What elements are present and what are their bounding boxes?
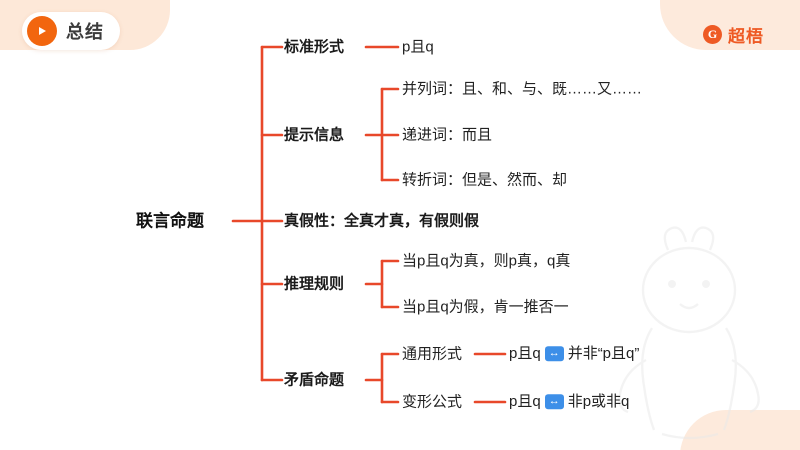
tree-node-contradictory-proposition: 矛盾命题 (284, 371, 345, 389)
tree-node-variant-formula: 变形公式 (402, 393, 463, 411)
variant-formula-right: 非p或非q (567, 393, 630, 411)
tree-node-general-form: 通用形式 (402, 345, 463, 363)
slide-title-badge: 总结 (22, 12, 120, 50)
tree-leaf-rule-true: 当p且q为真，则p真，q真 (402, 252, 571, 270)
tree-leaf-parallel-words: 并列词：且、和、与、既……又…… (402, 80, 643, 98)
tree-leaf-general-form-value: p且q↔并非“p且q” (509, 345, 640, 363)
page-title: 总结 (66, 22, 104, 42)
tree-leaf-variant-formula-value: p且q↔非p或非q (509, 393, 630, 411)
variant-formula-left: p且q (509, 393, 541, 411)
play-triangle-icon (27, 16, 57, 46)
brand-name: 超梧 (728, 27, 764, 46)
tree-leaf-rule-false: 当p且q为假，肯一推否一 (402, 298, 569, 316)
decor-corner-bottom-right (680, 410, 800, 450)
tree-node-inference-rules: 推理规则 (284, 275, 345, 293)
tree-leaf-transition-words: 转折词：但是、然而、却 (402, 171, 568, 189)
general-form-right: 并非“p且q” (567, 345, 640, 363)
tree-node-hint-info: 提示信息 (284, 126, 345, 144)
tree-leaf-standard-form-value: p且q (402, 38, 434, 56)
tree-node-standard-form: 标准形式 (284, 38, 345, 56)
equivalence-icon: ↔ (544, 345, 564, 361)
decor-corner-top-right (660, 0, 800, 50)
general-form-left: p且q (509, 345, 541, 363)
equivalence-icon: ↔ (544, 393, 564, 409)
mascot-illustration (606, 220, 776, 450)
tree-root-label: 联言命题 (136, 211, 204, 231)
tree-node-truth-value: 真假性：全真才真，有假则假 (284, 212, 480, 230)
brand-logo: G 超梧 (703, 22, 764, 47)
brand-mark-icon: G (703, 25, 722, 44)
tree-leaf-progressive-words: 递进词：而且 (402, 126, 493, 144)
